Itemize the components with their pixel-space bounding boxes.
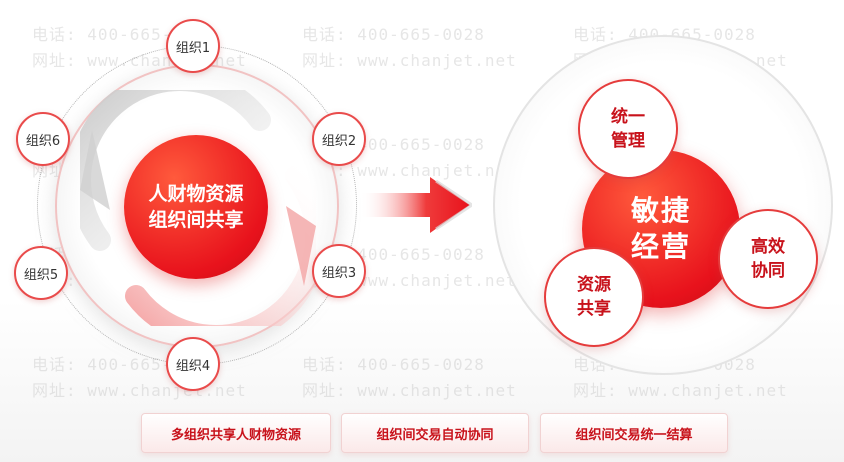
left-center-line2: 组织间共享 — [148, 209, 244, 231]
org-label: 组织6 — [25, 133, 61, 149]
pill-label: 组织间交易自动协同 — [376, 427, 494, 443]
org-label: 组织3 — [321, 265, 357, 281]
pill-unified-settlement: 组织间交易统一结算 — [540, 413, 728, 453]
org-node-5: 组织5 — [14, 246, 68, 300]
node-line1: 统一 — [611, 107, 645, 127]
node-unified-management: 统一 管理 — [578, 79, 678, 179]
node-line1: 高效 — [751, 237, 785, 257]
org-label: 组织2 — [321, 133, 357, 149]
cycle-arrows-icon — [80, 90, 316, 326]
pill-shared-resources: 多组织共享人财物资源 — [141, 413, 331, 453]
node-line2: 管理 — [611, 131, 645, 151]
org-node-1: 组织1 — [166, 19, 220, 73]
node-line1: 资源 — [577, 275, 611, 295]
left-center-line1: 人财物资源 — [148, 183, 244, 205]
node-line2: 协同 — [751, 261, 785, 281]
pill-auto-collaboration: 组织间交易自动协同 — [341, 413, 529, 453]
org-node-4: 组织4 — [166, 337, 220, 391]
node-line2: 共享 — [577, 299, 611, 319]
org-node-3: 组织3 — [312, 244, 366, 298]
pill-label: 多组织共享人财物资源 — [170, 427, 301, 443]
org-label: 组织5 — [23, 267, 59, 283]
org-node-6: 组织6 — [16, 112, 70, 166]
org-node-2: 组织2 — [312, 112, 366, 166]
pill-label: 组织间交易统一结算 — [575, 427, 693, 443]
node-efficient-collaboration: 高效 协同 — [718, 209, 818, 309]
right-center-line2: 经营 — [630, 230, 691, 263]
org-label: 组织4 — [175, 358, 211, 374]
left-center-circle: 人财物资源 组织间共享 — [124, 135, 268, 279]
right-arrow-icon — [360, 177, 472, 233]
right-center-line1: 敏捷 — [630, 194, 691, 227]
org-label: 组织1 — [175, 40, 211, 56]
node-resource-sharing: 资源 共享 — [544, 247, 644, 347]
